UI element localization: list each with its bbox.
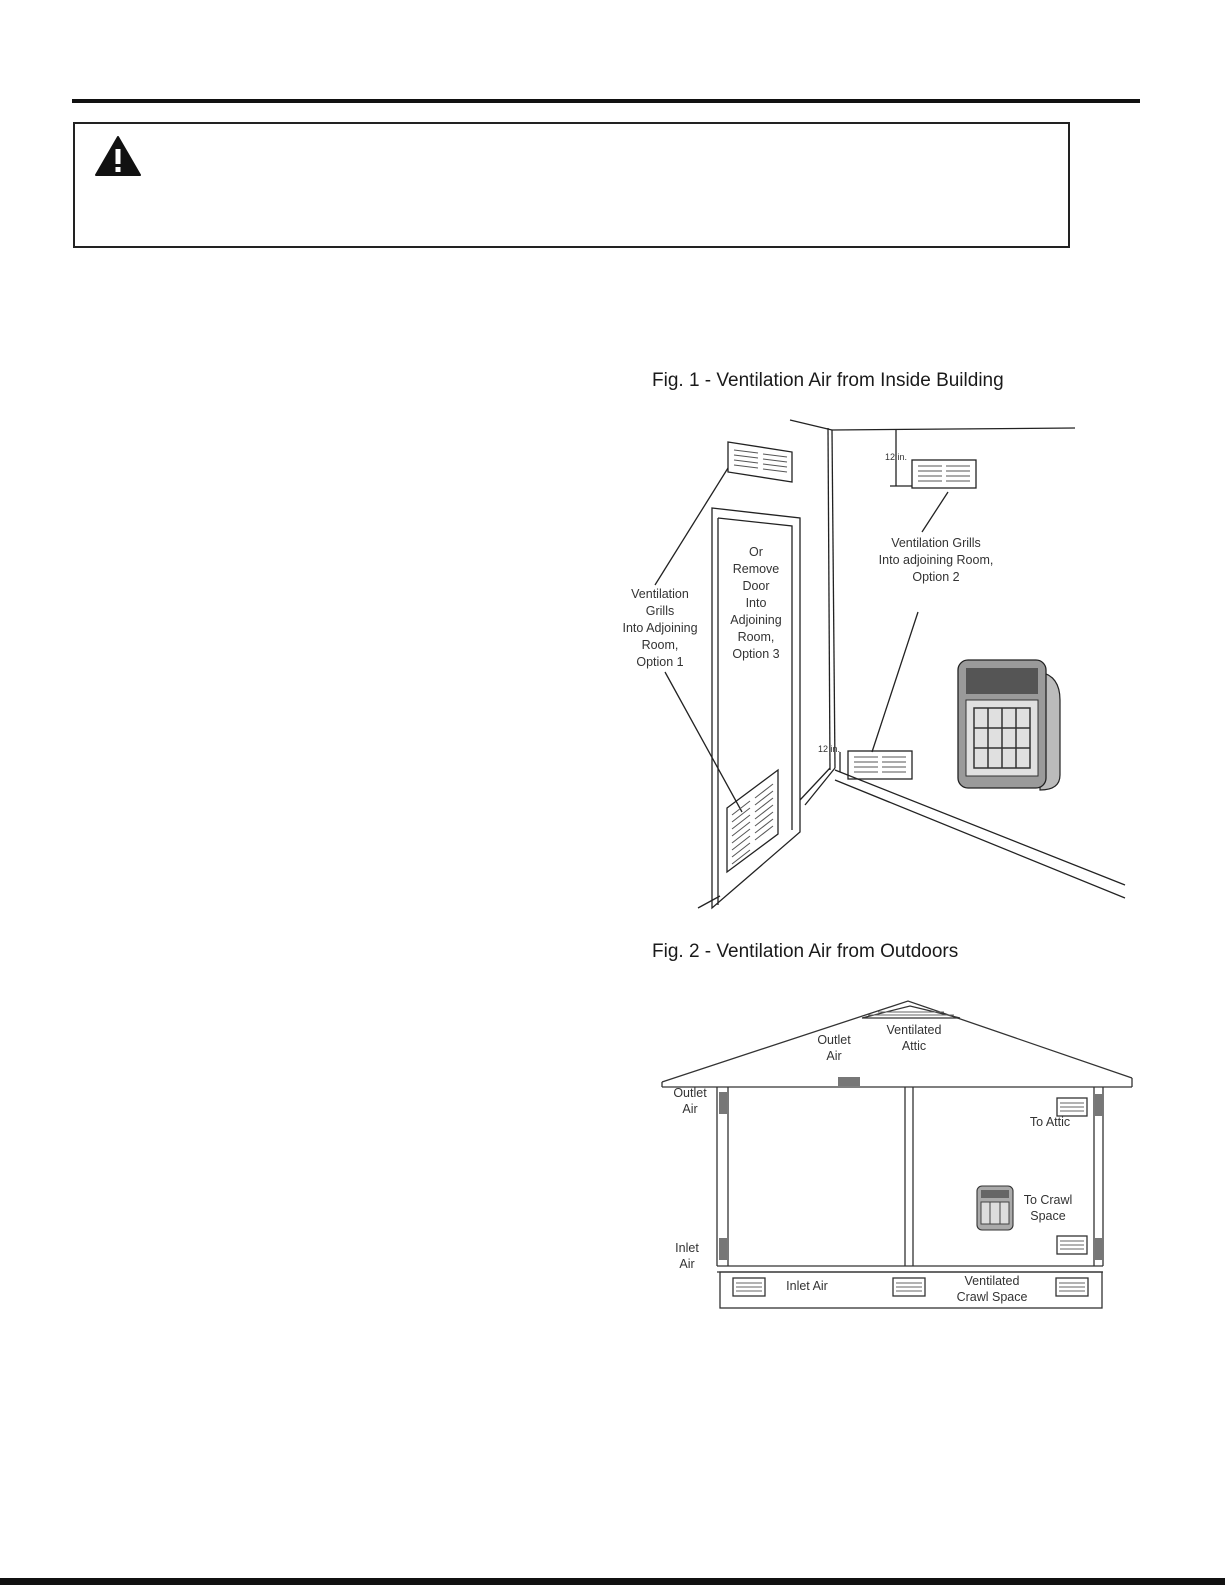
- door-label-line: Or: [749, 545, 763, 559]
- warning-box: [73, 122, 1070, 248]
- fig1-title: Fig. 1 - Ventilation Air from Inside Bui…: [652, 370, 1004, 391]
- footer-rule: [0, 1578, 1225, 1585]
- heater-icon: [957, 659, 1061, 791]
- to-crawl-space-label: Space: [1030, 1209, 1065, 1223]
- door-label-line: Into: [746, 596, 767, 610]
- door-label-line: Adjoining: [730, 613, 781, 627]
- ventilated-crawl-label: Ventilated: [965, 1274, 1020, 1288]
- inlet-air-crawl-label: Inlet Air: [786, 1279, 828, 1293]
- header-rule: [72, 99, 1140, 103]
- ventilated-crawl-label: Crawl Space: [957, 1290, 1028, 1304]
- option2-label-line: Into adjoining Room,: [879, 553, 994, 567]
- inlet-air-wall-label: Air: [679, 1257, 694, 1271]
- option1-label-line: Option 1: [636, 655, 683, 669]
- to-attic-label: To Attic: [1030, 1115, 1070, 1129]
- inlet-air-wall-label: Inlet: [675, 1241, 699, 1255]
- option2-label-line: Ventilation Grills: [891, 536, 981, 550]
- outlet-air-roof-label: Outlet: [817, 1033, 851, 1047]
- door-label-line: Room,: [738, 630, 775, 644]
- fig2-title: Fig. 2 - Ventilation Air from Outdoors: [652, 941, 959, 962]
- outlet-air-roof-label: Air: [826, 1049, 841, 1063]
- ventilated-attic-label: Ventilated: [887, 1023, 942, 1037]
- outlet-air-wall-label: Outlet: [673, 1086, 707, 1100]
- fig1-dim-top: 12 in.: [885, 452, 907, 462]
- fig1-illustration: 12 in. 12 in. Or Remove Door Into Adjoin…: [622, 419, 1126, 910]
- outlet-air-wall-label: Air: [682, 1102, 697, 1116]
- door-label-line: Option 3: [732, 647, 779, 661]
- fig1-dim-bottom: 12 in.: [818, 744, 840, 754]
- to-crawl-space-label: To Crawl: [1024, 1193, 1073, 1207]
- fig2-illustration: Ventilated Attic Outlet Air Outlet Air I…: [661, 1000, 1133, 1309]
- door-label-line: Door: [742, 579, 769, 593]
- option1-label-line: Room,: [642, 638, 679, 652]
- warning-icon: [95, 136, 141, 176]
- ventilated-attic-label: Attic: [902, 1039, 926, 1053]
- option2-label-line: Option 2: [912, 570, 959, 584]
- option1-label-line: Ventilation: [631, 587, 689, 601]
- heater-icon-small: [976, 1185, 1014, 1231]
- option1-label-line: Grills: [646, 604, 674, 618]
- option1-label-line: Into Adjoining: [622, 621, 697, 635]
- door-label-line: Remove: [733, 562, 780, 576]
